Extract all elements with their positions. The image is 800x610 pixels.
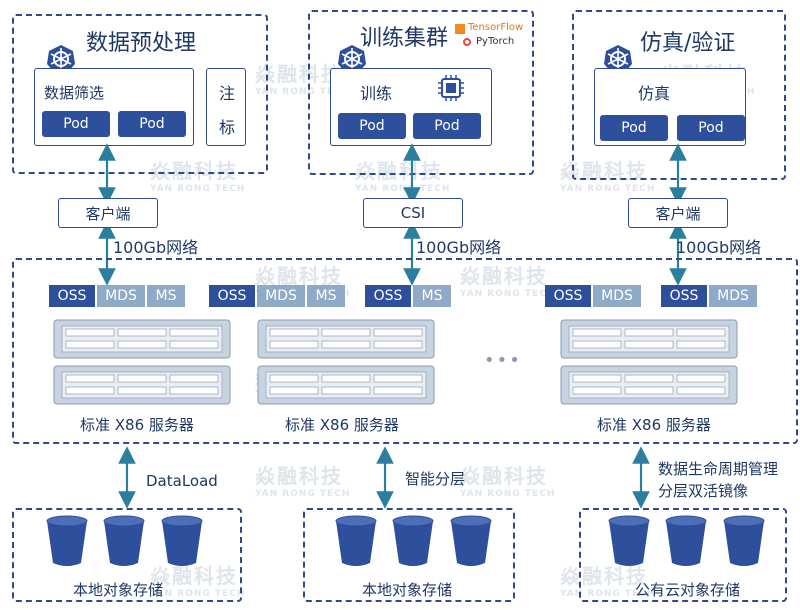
server-rack-2: [257, 319, 435, 405]
pytorch-logo: PyTorch: [476, 36, 515, 47]
client-box: 客户端: [628, 198, 728, 228]
ellipsis: •••: [484, 350, 522, 371]
annotation-char: 注: [219, 84, 236, 103]
storage-label: 公有云对象存储: [635, 581, 741, 599]
server-label: 标准 X86 服务器: [285, 416, 399, 434]
preprocess-panel: [12, 14, 268, 174]
chip-icon: [438, 75, 464, 101]
local-storage-panel-1: [12, 508, 242, 602]
mds-tag: MDS: [257, 285, 305, 307]
network-label: 100Gb网络: [676, 238, 762, 257]
tensorflow-icon: [455, 24, 465, 34]
preprocess-title: 数据预处理: [86, 31, 197, 56]
kubernetes-icon: [604, 45, 632, 73]
ms-tag: MS: [413, 285, 451, 307]
mds-tag: MDS: [593, 285, 641, 307]
server-label: 标准 X86 服务器: [80, 416, 194, 434]
annotation-char: 标: [219, 118, 236, 137]
pod: Pod: [42, 111, 110, 137]
annotation-box: [206, 68, 246, 146]
lifecycle-label: 数据生命周期管理: [658, 460, 779, 478]
network-label: 100Gb网络: [113, 238, 199, 257]
oss-tag: OSS: [661, 285, 707, 307]
server-rack-3: [560, 319, 738, 405]
server-rack-1: [53, 319, 231, 405]
local-storage-panel-2: [303, 508, 515, 602]
pod: Pod: [338, 113, 406, 139]
network-label: 100Gb网络: [416, 238, 502, 257]
pytorch-icon: [463, 38, 471, 46]
oss-tag: OSS: [49, 285, 95, 307]
ms-tag: MS: [147, 285, 185, 307]
pod: Pod: [677, 115, 745, 141]
storage-cluster-panel: [12, 258, 798, 444]
oss-tag: OSS: [365, 285, 411, 307]
mirror-label: 分层双活镜像: [658, 482, 749, 500]
pod: Pod: [600, 115, 668, 141]
server-label: 标准 X86 服务器: [597, 416, 711, 434]
training-label: 训练: [360, 84, 393, 103]
csi-box: CSI: [363, 198, 463, 228]
training-panel: [308, 10, 534, 175]
training-title: 训练集群: [360, 26, 449, 51]
ms-tag: MS: [307, 285, 345, 307]
kubernetes-icon: [338, 45, 366, 73]
pod: Pod: [118, 111, 186, 137]
oss-tag: OSS: [545, 285, 591, 307]
simulation-title: 仿真/验证: [640, 31, 736, 56]
pod: Pod: [413, 113, 481, 139]
mds-tag: MDS: [97, 285, 145, 307]
simulation-label: 仿真: [638, 84, 671, 103]
storage-label: 本地对象存储: [362, 581, 453, 599]
storage-label: 本地对象存储: [73, 581, 164, 599]
client-box: 客户端: [58, 198, 158, 228]
tiering-label: 智能分层: [405, 470, 466, 488]
tensorflow-logo: TensorFlow: [468, 22, 524, 33]
dataload-label: DataLoad: [146, 472, 218, 490]
kubernetes-icon: [47, 45, 75, 73]
oss-tag: OSS: [209, 285, 255, 307]
mds-tag: MDS: [709, 285, 757, 307]
cloud-storage-panel: [579, 508, 787, 602]
data-filter-label: 数据筛选: [44, 84, 105, 102]
